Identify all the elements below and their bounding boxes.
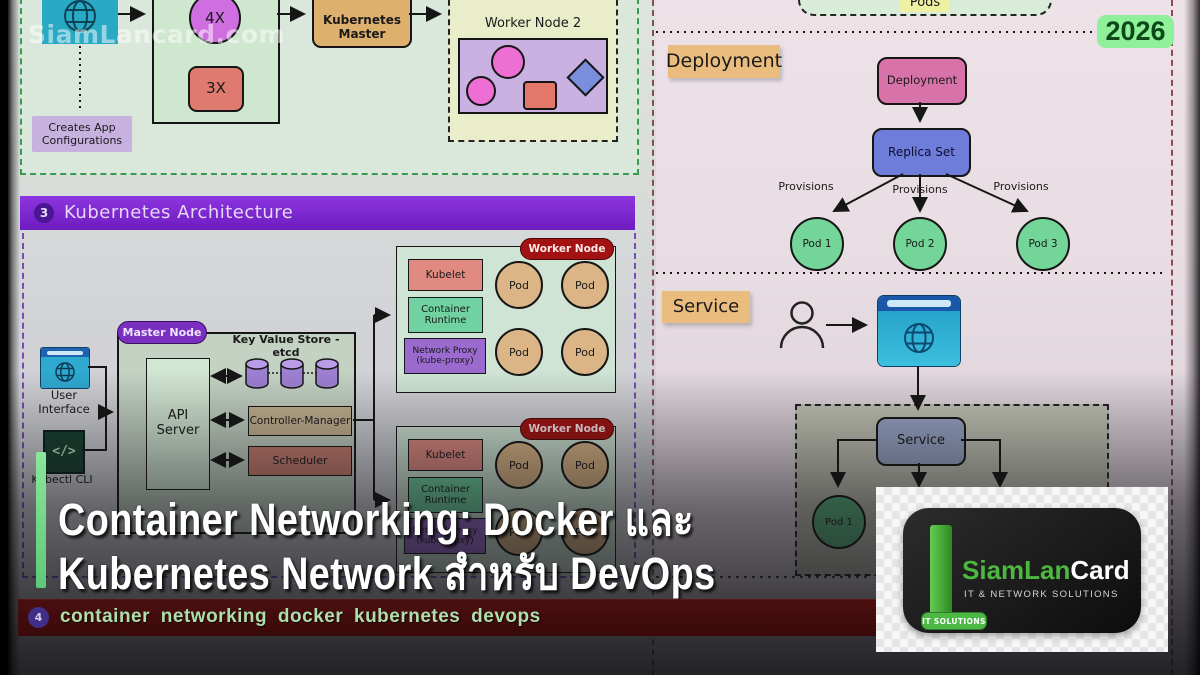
logo-brand-text: SiamLanCard — [962, 555, 1130, 586]
logo-ribbon-badge: IT SOLUTIONS — [921, 612, 987, 630]
creates-app-config-label: Creates App Configurations — [32, 116, 132, 152]
section-3-banner: 3 Kubernetes Architecture — [20, 196, 635, 230]
browser-header — [878, 296, 960, 311]
browser-address-bar — [47, 350, 83, 355]
logo-green-bar — [930, 525, 952, 618]
pod-circle: Pod — [561, 261, 609, 309]
user-interface-label: User Interface — [38, 388, 90, 416]
user-interface-icon — [40, 347, 90, 389]
browser-body — [41, 357, 89, 388]
pod-label: Pod — [575, 458, 595, 472]
pink-pod-shape-2 — [466, 76, 496, 106]
globe-icon — [904, 323, 934, 353]
browser-address-bar — [887, 300, 951, 307]
service-section-label: Service — [662, 291, 750, 323]
pods-top-box: Pods — [798, 0, 1052, 16]
footer-number-badge: 4 — [28, 607, 49, 628]
replica-set-box: Replica Set — [872, 128, 971, 177]
kubelet-box-1: Kubelet — [408, 259, 483, 291]
service-browser-icon — [877, 295, 961, 367]
worker-node-2-title: Worker Node 2 — [484, 16, 582, 31]
logo-tagline: IT & NETWORK SOLUTIONS — [964, 589, 1119, 600]
pod-circle: Pod — [495, 328, 543, 376]
salmon-container-shape — [523, 81, 557, 110]
browser-body — [878, 311, 960, 366]
deployment-pod-3: Pod 3 — [1016, 217, 1070, 271]
footer-keywords: container networking docker kubernetes d… — [60, 606, 541, 627]
logo-panel: SiamLanCard IT & NETWORK SOLUTIONS IT SO… — [876, 487, 1168, 652]
user-person-icon — [779, 301, 825, 349]
service-pod-label: Pod 1 — [825, 516, 853, 528]
logo-brand-white: Card — [1070, 555, 1130, 585]
pod-3-label: Pod 3 — [1028, 238, 1058, 250]
etcd-label: Key Value Store - etcd — [232, 332, 340, 359]
pod-label: Pod — [509, 345, 529, 359]
logo-brand-green: SiamLan — [962, 555, 1071, 585]
panel-divider-right — [1171, 0, 1173, 675]
kubernetes-master-node: Kubernetes Master — [312, 0, 412, 48]
scale-3x-node: 3X — [188, 66, 244, 112]
etcd-cylinders-icon — [245, 358, 339, 389]
section-3-number: 3 — [34, 203, 54, 223]
footer-keyword-bar: 4 container networking docker kubernetes… — [18, 599, 878, 636]
pod-circle: Pod — [561, 328, 609, 376]
year-badge: 2026 — [1097, 15, 1174, 48]
deployment-section-label: Deployment — [666, 45, 782, 78]
pod-label: Pod — [575, 278, 595, 292]
pod-label: Pod — [509, 278, 529, 292]
provisions-label-2: Provisions — [892, 183, 948, 197]
kubernetes-master-label: Kubernetes Master — [323, 13, 401, 42]
globe-icon — [55, 362, 75, 382]
scheduler-box: Scheduler — [248, 446, 352, 476]
network-proxy-box-1: Network Proxy (kube-proxy) — [404, 338, 486, 374]
title-accent-bar — [36, 452, 46, 588]
worker-node-2-pill: Worker Node — [520, 418, 614, 440]
pod-2-label: Pod 2 — [905, 238, 935, 250]
pod-circle: Pod — [495, 441, 543, 489]
pods-top-label: Pods — [899, 0, 951, 12]
service-box: Service — [876, 417, 966, 466]
provisions-label-1: Provisions — [778, 180, 834, 194]
kubelet-box-2: Kubelet — [408, 439, 483, 471]
controller-manager-box: Controller-Manager — [248, 406, 352, 436]
deployment-pod-1: Pod 1 — [790, 217, 844, 271]
kubectl-icon: </> — [43, 430, 85, 474]
deployment-box: Deployment — [877, 57, 967, 105]
pod-1-label: Pod 1 — [802, 238, 832, 250]
pod-label: Pod — [575, 345, 595, 359]
scale-3x-label: 3X — [206, 79, 226, 98]
logo-card: SiamLanCard IT & NETWORK SOLUTIONS IT SO… — [903, 508, 1141, 633]
api-server-box: API Server — [146, 358, 210, 490]
pod-label: Pod — [509, 458, 529, 472]
pod-circle: Pod — [495, 261, 543, 309]
watermark-text: SiamLancard.com — [28, 20, 286, 49]
service-pod-1: Pod 1 — [812, 495, 866, 549]
container-runtime-box-1: Container Runtime — [408, 297, 483, 333]
master-node-pill: Master Node — [117, 321, 207, 344]
browser-header — [41, 348, 89, 357]
pod-circle: Pod — [561, 441, 609, 489]
pink-pod-shape-1 — [491, 45, 525, 79]
deployment-pod-2: Pod 2 — [893, 217, 947, 271]
worker-node-1-pill: Worker Node — [520, 238, 614, 260]
section-3-title: Kubernetes Architecture — [64, 202, 294, 223]
provisions-label-3: Provisions — [993, 180, 1049, 194]
